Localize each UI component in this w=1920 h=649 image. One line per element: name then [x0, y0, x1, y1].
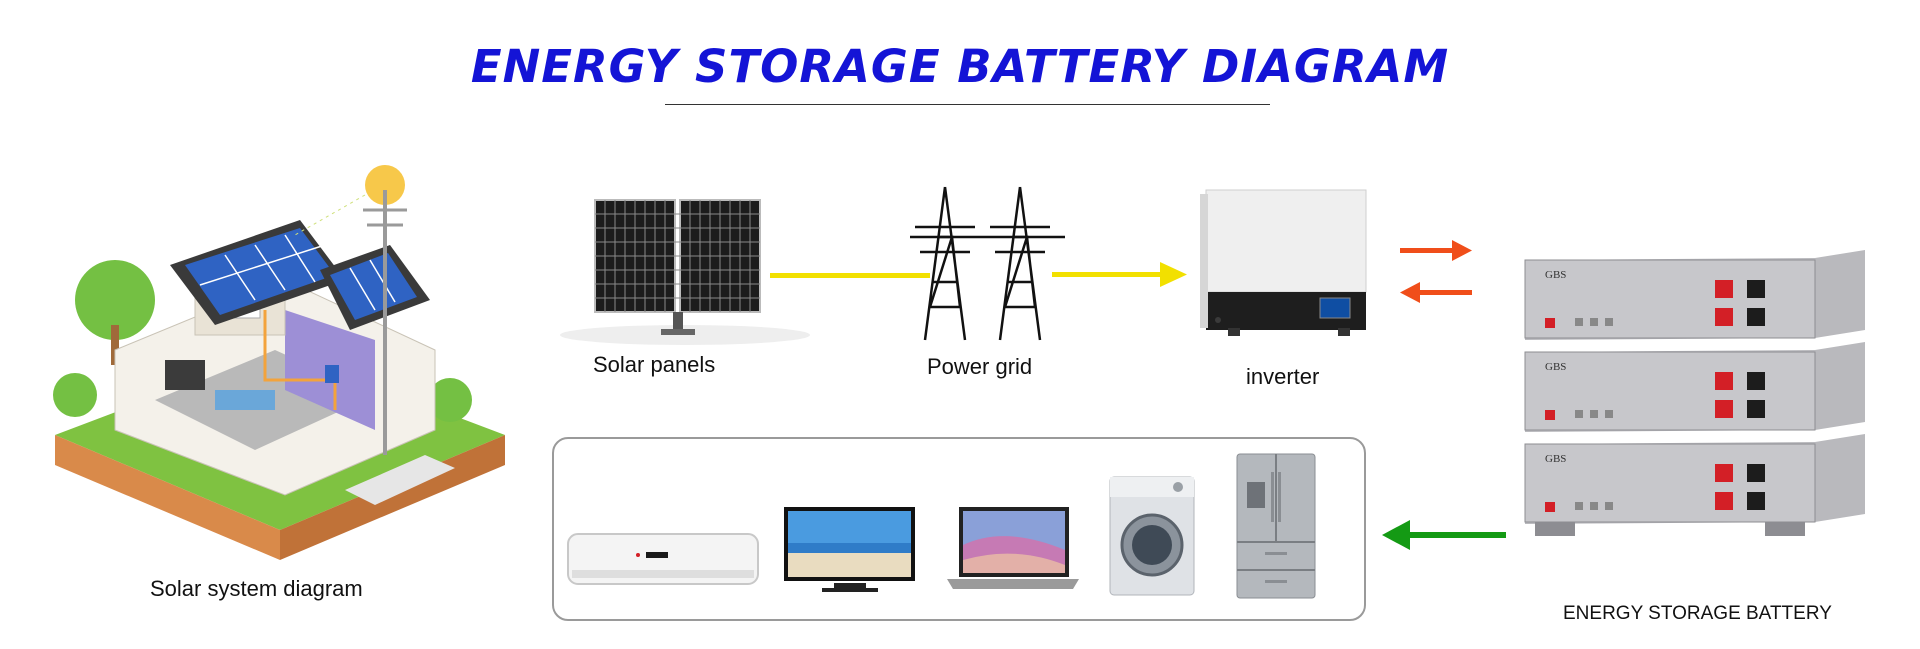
- battery-brand: GBS: [1545, 453, 1566, 465]
- power-grid-label: Power grid: [927, 354, 1033, 379]
- flow-arrow-grid-to-inverter: [1052, 260, 1192, 290]
- battery-rack-icon: GBS GBS GBS: [1515, 240, 1875, 552]
- battery-brand: GBS: [1545, 361, 1566, 373]
- solar-panel-icon: [555, 195, 815, 345]
- solar-panels-label: Solar panels: [593, 352, 716, 377]
- flow-arrow-panels-to-grid: [770, 270, 930, 282]
- laptop-icon: [945, 505, 1080, 595]
- solar-system-label: Solar system diagram: [150, 576, 363, 601]
- output-arrow-icon: [1382, 518, 1508, 552]
- title-divider: [665, 104, 1270, 105]
- battery-label: ENERGY STORAGE BATTERY: [1563, 603, 1832, 624]
- inverter-label: inverter: [1246, 364, 1320, 389]
- discharge-arrow-icon: [1400, 282, 1472, 304]
- page-title: ENERGY STORAGE BATTERY DIAGRAM: [470, 40, 1450, 93]
- refrigerator-icon: [1235, 452, 1317, 602]
- transmission-tower-icon: [910, 182, 1070, 342]
- air-conditioner-icon: [566, 530, 762, 590]
- washing-machine-icon: [1108, 475, 1196, 599]
- battery-brand: GBS: [1545, 269, 1566, 281]
- charge-arrow-icon: [1400, 240, 1472, 262]
- television-icon: [782, 505, 917, 595]
- inverter-icon: [1198, 188, 1370, 344]
- house-solar-illustration: [45, 150, 515, 560]
